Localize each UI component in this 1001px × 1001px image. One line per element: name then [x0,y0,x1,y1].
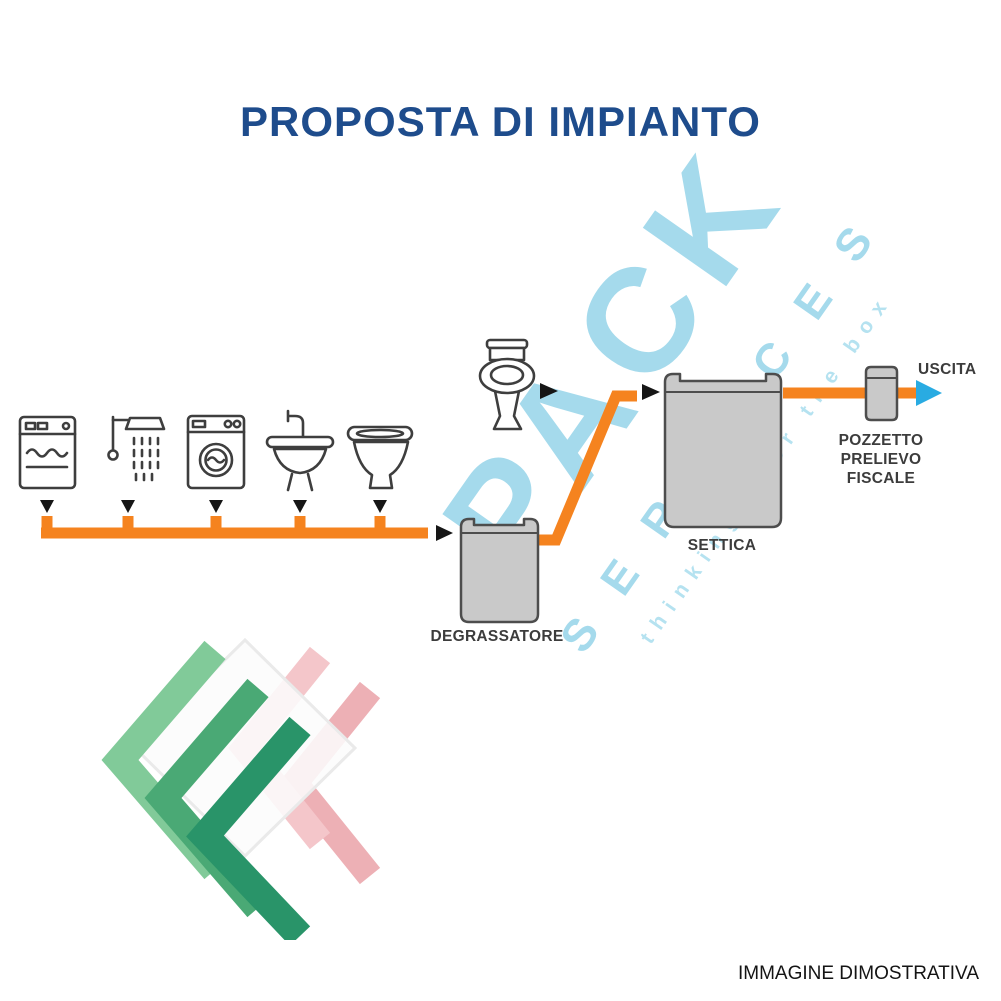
label-settica: SETTICA [687,537,757,554]
dishwasher-icon [18,415,77,490]
washing-machine-icon [186,414,246,490]
outlet-arrow-icon [916,380,942,406]
green-chevron-icon [186,716,311,940]
label-pozzetto-line: POZZETTO [838,432,924,449]
main-drain-pipe [41,516,428,539]
flow-arrow-into-settica [642,384,660,400]
degrassatore-tank [459,517,540,624]
label-pozzetto-line: FISCALE [846,470,916,487]
label-pozzetto-line: PRELIEVO [840,451,922,468]
flow-arrow-into-degrassatore [436,525,453,541]
bidet-icon [346,425,414,490]
flow-arrow-from-toilet [540,383,558,399]
page-title: PROPOSTA DI IMPIANTO [240,98,761,145]
shower-icon [107,415,166,482]
label-degrassatore: DEGRASSATORE [430,628,564,645]
flow-arrow-icon-down [40,500,387,513]
footer-note: IMMAGINE DIMOSTRATIVA [737,963,979,984]
settica-tank [663,372,783,529]
transfer-pipe [536,387,917,546]
watermark-logo [101,637,381,940]
label-pozzetto: POZZETTO PRELIEVO FISCALE [818,431,944,488]
pozzetto-box [864,365,899,422]
toilet-icon [478,338,536,431]
label-uscita: USCITA [918,361,977,378]
sink-icon [265,409,335,492]
